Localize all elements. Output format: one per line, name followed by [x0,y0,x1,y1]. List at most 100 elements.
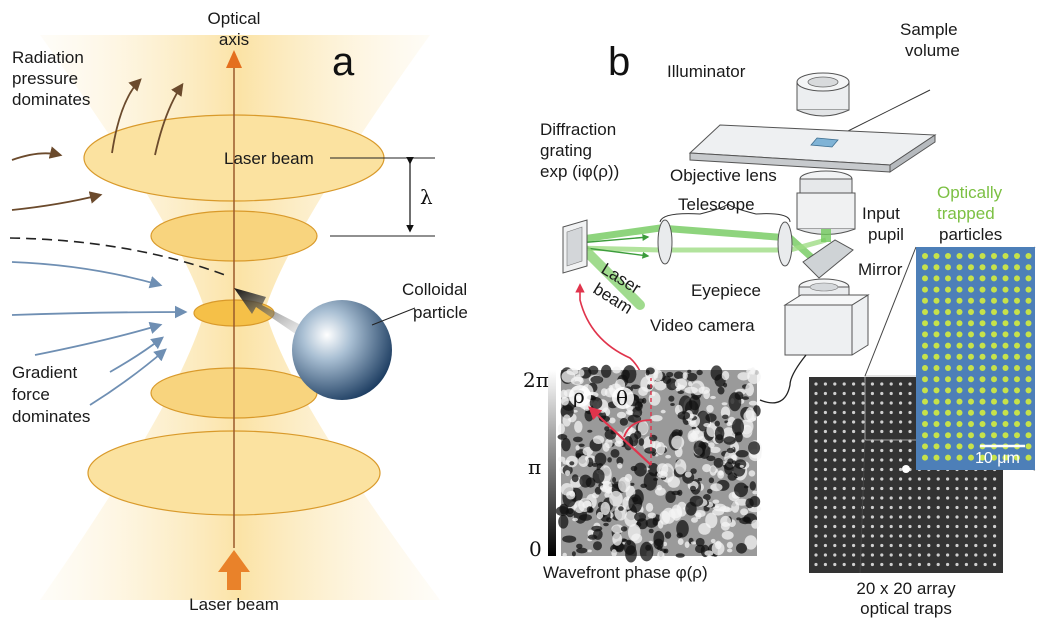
trap-dot [870,486,875,491]
optically-label-2: trapped [937,204,995,223]
trapped-particle [956,443,963,450]
trapped-particle [968,376,974,383]
phase-speckle [660,409,666,414]
phase-speckle [697,477,703,482]
phase-max-label: 2π [523,368,549,392]
trapped-particle [979,409,986,416]
trapped-particle [956,387,963,394]
phase-speckle [576,543,583,549]
phase-speckle [708,442,715,448]
trapped-particle [945,264,951,271]
phase-speckle [710,538,716,544]
trap-dot [889,553,893,557]
trap-dot [880,391,884,396]
trapped-particle [1025,443,1032,450]
phase-speckle [686,372,698,382]
trapped-particle [933,264,940,271]
trap-dot [880,420,884,424]
trap-dot [899,477,903,481]
trap-dot [852,477,856,481]
radiation-label-2: pressure [12,69,78,88]
trapped-particle [979,331,986,338]
phase-speckle [616,411,627,419]
phase-speckle [579,474,592,488]
phase-speckle [618,506,624,511]
phase-speckle [650,415,663,422]
wavefront-label: Wavefront phase φ(ρ) [543,563,708,582]
trap-dot [889,448,893,453]
phase-min-label: 0 [529,537,542,561]
trapped-particle [1002,275,1009,282]
trapped-particle [922,286,928,293]
phase-speckle [711,541,725,556]
trap-dot [964,524,969,529]
illuminator [796,72,850,117]
trapped-particle [933,297,940,304]
phase-speckle [712,499,720,504]
trapped-particle [945,421,951,427]
trapped-particle [1002,409,1009,416]
trapped-particle [1002,421,1009,427]
trap-dot [908,534,912,538]
phase-speckle [691,426,696,430]
trap-dot [823,467,828,472]
trapped-particle [979,365,986,371]
phase-speckle [688,413,695,419]
trapped-particle [945,398,951,405]
trap-dot [889,467,893,472]
trap-dot [974,553,978,557]
trapped-particle [1002,353,1009,360]
phase-speckle [667,476,680,488]
phase-speckle [688,432,699,442]
trapped-particle [991,331,997,338]
phase-speckle [645,502,654,512]
trap-dot [936,515,940,519]
phase-speckle [620,526,628,532]
trap-dot [870,401,875,405]
trapped-particle [945,253,951,259]
trap-dot [983,486,987,491]
trap-dot [852,515,856,519]
trap-dot [946,477,950,481]
phase-speckle [704,550,714,556]
trap-dot [955,486,959,491]
trap-dot [983,524,987,529]
phase-speckle [752,490,758,495]
trap-dot [870,429,875,434]
trap-dot [842,458,846,462]
phase-speckle [666,378,678,391]
phase-speckle [689,395,701,411]
trap-dot [899,553,903,557]
trap-dot [964,505,969,510]
phase-speckle [748,441,761,455]
trapped-particle [968,264,974,271]
trap-dot [964,486,969,491]
trap-dot [842,496,846,500]
trapped-particle [1025,409,1032,416]
trap-dot [983,477,987,481]
trapped-particle [968,320,974,327]
trap-dot [870,543,875,548]
trapped-particle [956,320,963,327]
trap-dot [993,496,997,500]
trap-dot [889,420,893,424]
trap-dot [814,524,818,529]
phase-speckle [647,512,656,519]
gradient-label-1: Gradient [12,363,77,382]
trap-dot [823,486,828,491]
phase-speckle [627,523,641,541]
trapped-particle [1002,297,1009,304]
trap-dot [833,391,837,396]
phase-speckle [688,381,693,387]
phase-speckle [740,508,749,516]
trapped-particle [956,264,963,271]
trapped-particle [1002,286,1009,293]
phase-speckle [578,455,589,467]
trap-dot [908,429,912,434]
trap-dot [833,515,837,519]
trap-dot [814,543,818,548]
trapped-particle [1014,421,1020,427]
phase-speckle [678,429,683,436]
trapped-particle [968,309,974,315]
phase-speckle [634,462,647,477]
